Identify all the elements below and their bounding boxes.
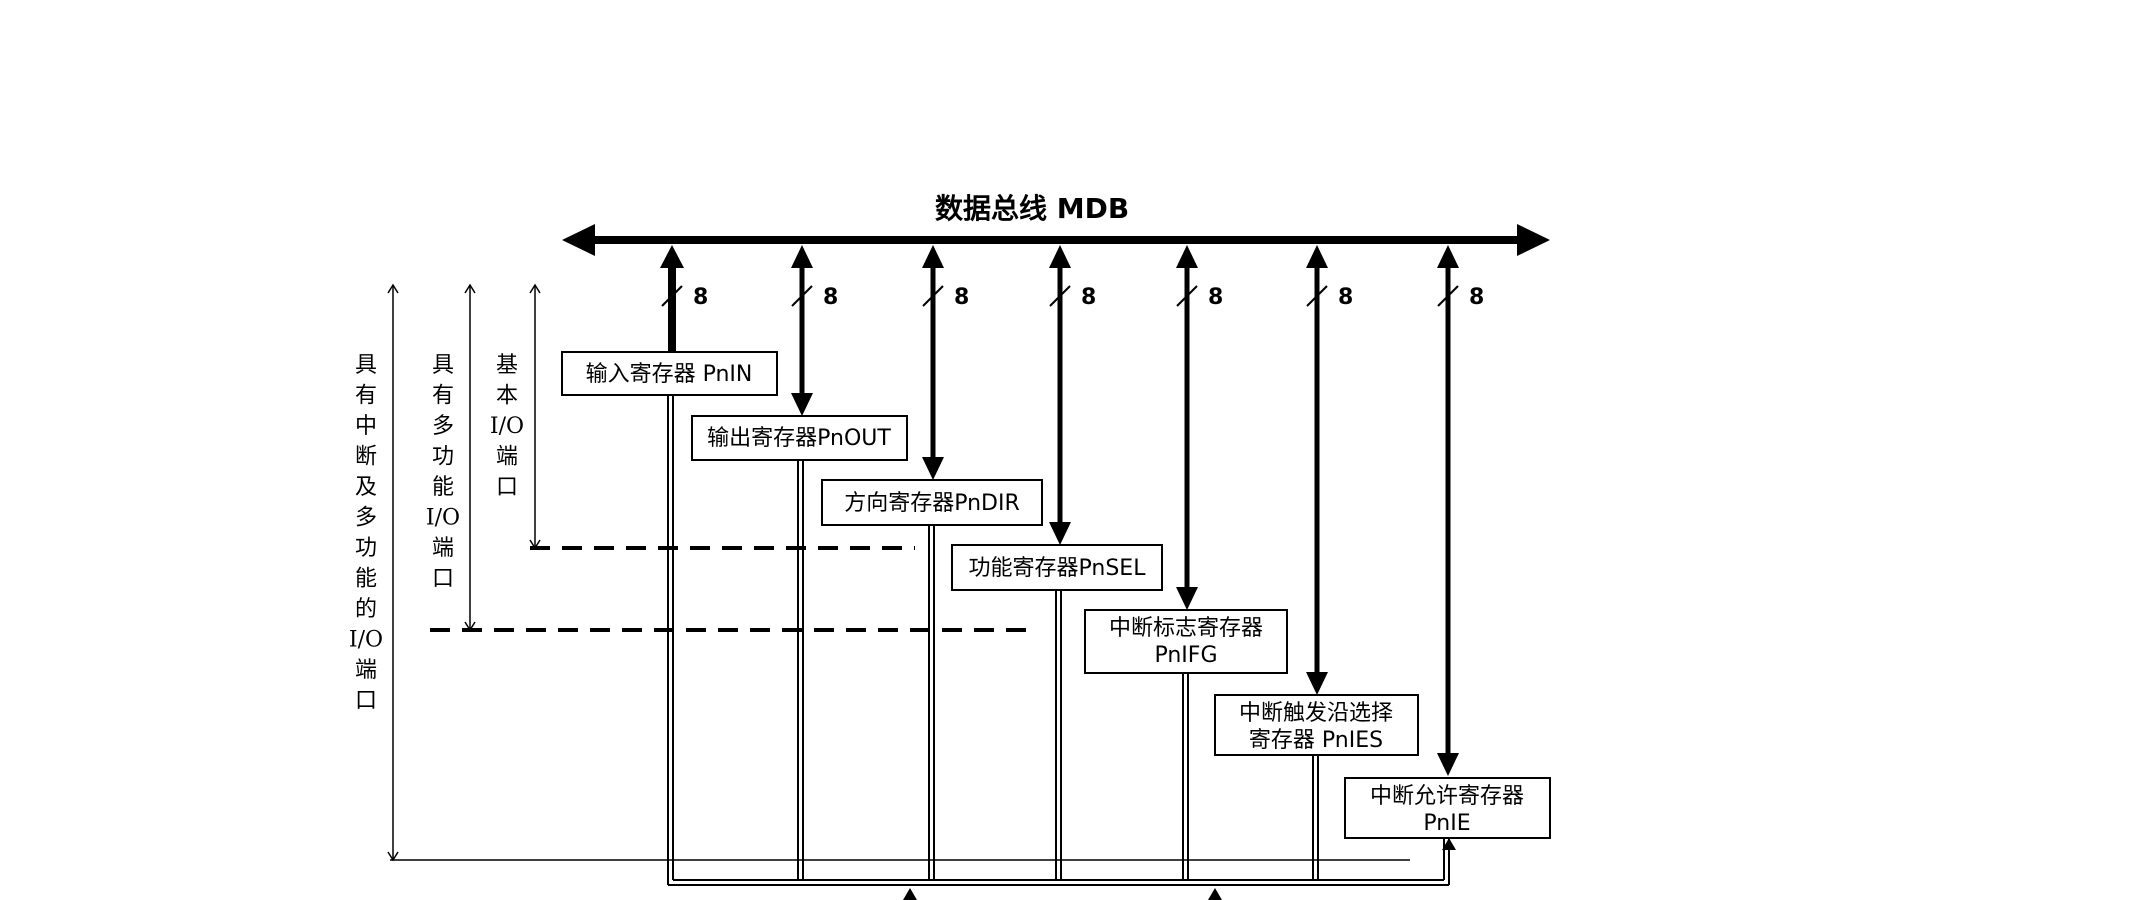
side-label-char: 具 xyxy=(432,353,454,378)
side-label-char: I/O xyxy=(426,506,460,531)
bus-connection-pndir: 8 xyxy=(922,245,969,480)
side-label-char: 多 xyxy=(432,414,454,439)
side-label-char: 有 xyxy=(355,384,377,409)
register-boxes: 输入寄存器 PnIN 输出寄存器PnOUT 方向寄存器PnDIR 功能寄存器Pn… xyxy=(561,351,1551,839)
side-label-char: 口 xyxy=(432,567,454,592)
side-label-char: 功 xyxy=(355,536,377,561)
bus-width-label: 8 xyxy=(954,285,969,310)
register-label: 方向寄存器PnDIR xyxy=(844,491,1020,516)
register-pnsel: 功能寄存器PnSEL xyxy=(951,544,1163,591)
bus-connection-pnies: 8 xyxy=(1306,245,1353,695)
register-label: 输入寄存器 PnIN xyxy=(586,362,753,387)
bus-width-label: 8 xyxy=(693,285,708,310)
scope-dashed-dividers xyxy=(430,546,1035,632)
register-label: 功能寄存器PnSEL xyxy=(969,556,1147,581)
bus-connection-pnifg: 8 xyxy=(1176,245,1223,610)
side-label-char: 中 xyxy=(355,414,377,439)
register-label: PnIE xyxy=(1423,811,1470,836)
side-label-char: 端 xyxy=(496,445,518,470)
bus-width-label: 8 xyxy=(823,285,838,310)
bus-connections: 8 8 8 8 xyxy=(660,245,1484,776)
register-label: PnIFG xyxy=(1154,643,1217,668)
side-label-char: 具 xyxy=(355,353,377,378)
side-label-char: 端 xyxy=(432,536,454,561)
data-bus-label: 数据总线 MDB xyxy=(935,192,1129,225)
register-pnifg: 中断标志寄存器 PnIFG xyxy=(1084,609,1288,674)
bottom-stub-arrows xyxy=(903,838,1456,900)
bus-connection-pnin: 8 xyxy=(660,245,708,352)
side-label-char: 端 xyxy=(355,658,377,683)
bus-connection-pnsel: 8 xyxy=(1049,245,1096,545)
side-label-char: 口 xyxy=(355,689,377,714)
bus-width-label: 8 xyxy=(1208,285,1223,310)
side-label-char: 断 xyxy=(355,445,377,470)
register-pnin: 输入寄存器 PnIN xyxy=(561,351,778,396)
bus-width-label: 8 xyxy=(1081,285,1096,310)
side-label-char: I/O xyxy=(349,628,383,653)
side-label-char: 有 xyxy=(432,384,454,409)
register-pnies: 中断触发沿选择 寄存器 PnIES xyxy=(1214,694,1419,756)
register-pnout: 输出寄存器PnOUT xyxy=(691,415,908,461)
scope-brackets xyxy=(387,283,541,862)
side-label-char: 及 xyxy=(355,475,377,500)
register-label: 中断标志寄存器 xyxy=(1109,616,1263,641)
bus-connection-pnout: 8 xyxy=(791,245,838,416)
register-pndir: 方向寄存器PnDIR xyxy=(821,479,1043,526)
side-label-char: 本 xyxy=(496,384,518,409)
side-label-char: 口 xyxy=(496,475,518,500)
bus-width-label: 8 xyxy=(1469,285,1484,310)
register-label: 中断允许寄存器 xyxy=(1370,784,1524,809)
side-label-char: 多 xyxy=(355,506,377,531)
side-label-char: 的 xyxy=(355,597,377,622)
bus-connection-pnie: 8 xyxy=(1437,245,1484,776)
side-label-basic-io: 基本 I/O 端口 xyxy=(490,353,524,500)
register-label: 中断触发沿选择 xyxy=(1239,701,1393,726)
register-label: 输出寄存器PnOUT xyxy=(707,426,891,451)
register-pnie: 中断允许寄存器 PnIE xyxy=(1344,777,1551,839)
side-label-char: I/O xyxy=(490,414,524,439)
side-label-char: 功 xyxy=(432,445,454,470)
port-wiring xyxy=(390,395,1450,900)
side-label-char: 能 xyxy=(355,567,377,592)
side-label-char: 能 xyxy=(432,475,454,500)
register-label: 寄存器 PnIES xyxy=(1249,728,1383,753)
data-bus: 数据总线 MDB xyxy=(562,192,1550,256)
side-label-char: 基 xyxy=(496,353,518,378)
bus-width-label: 8 xyxy=(1338,285,1353,310)
